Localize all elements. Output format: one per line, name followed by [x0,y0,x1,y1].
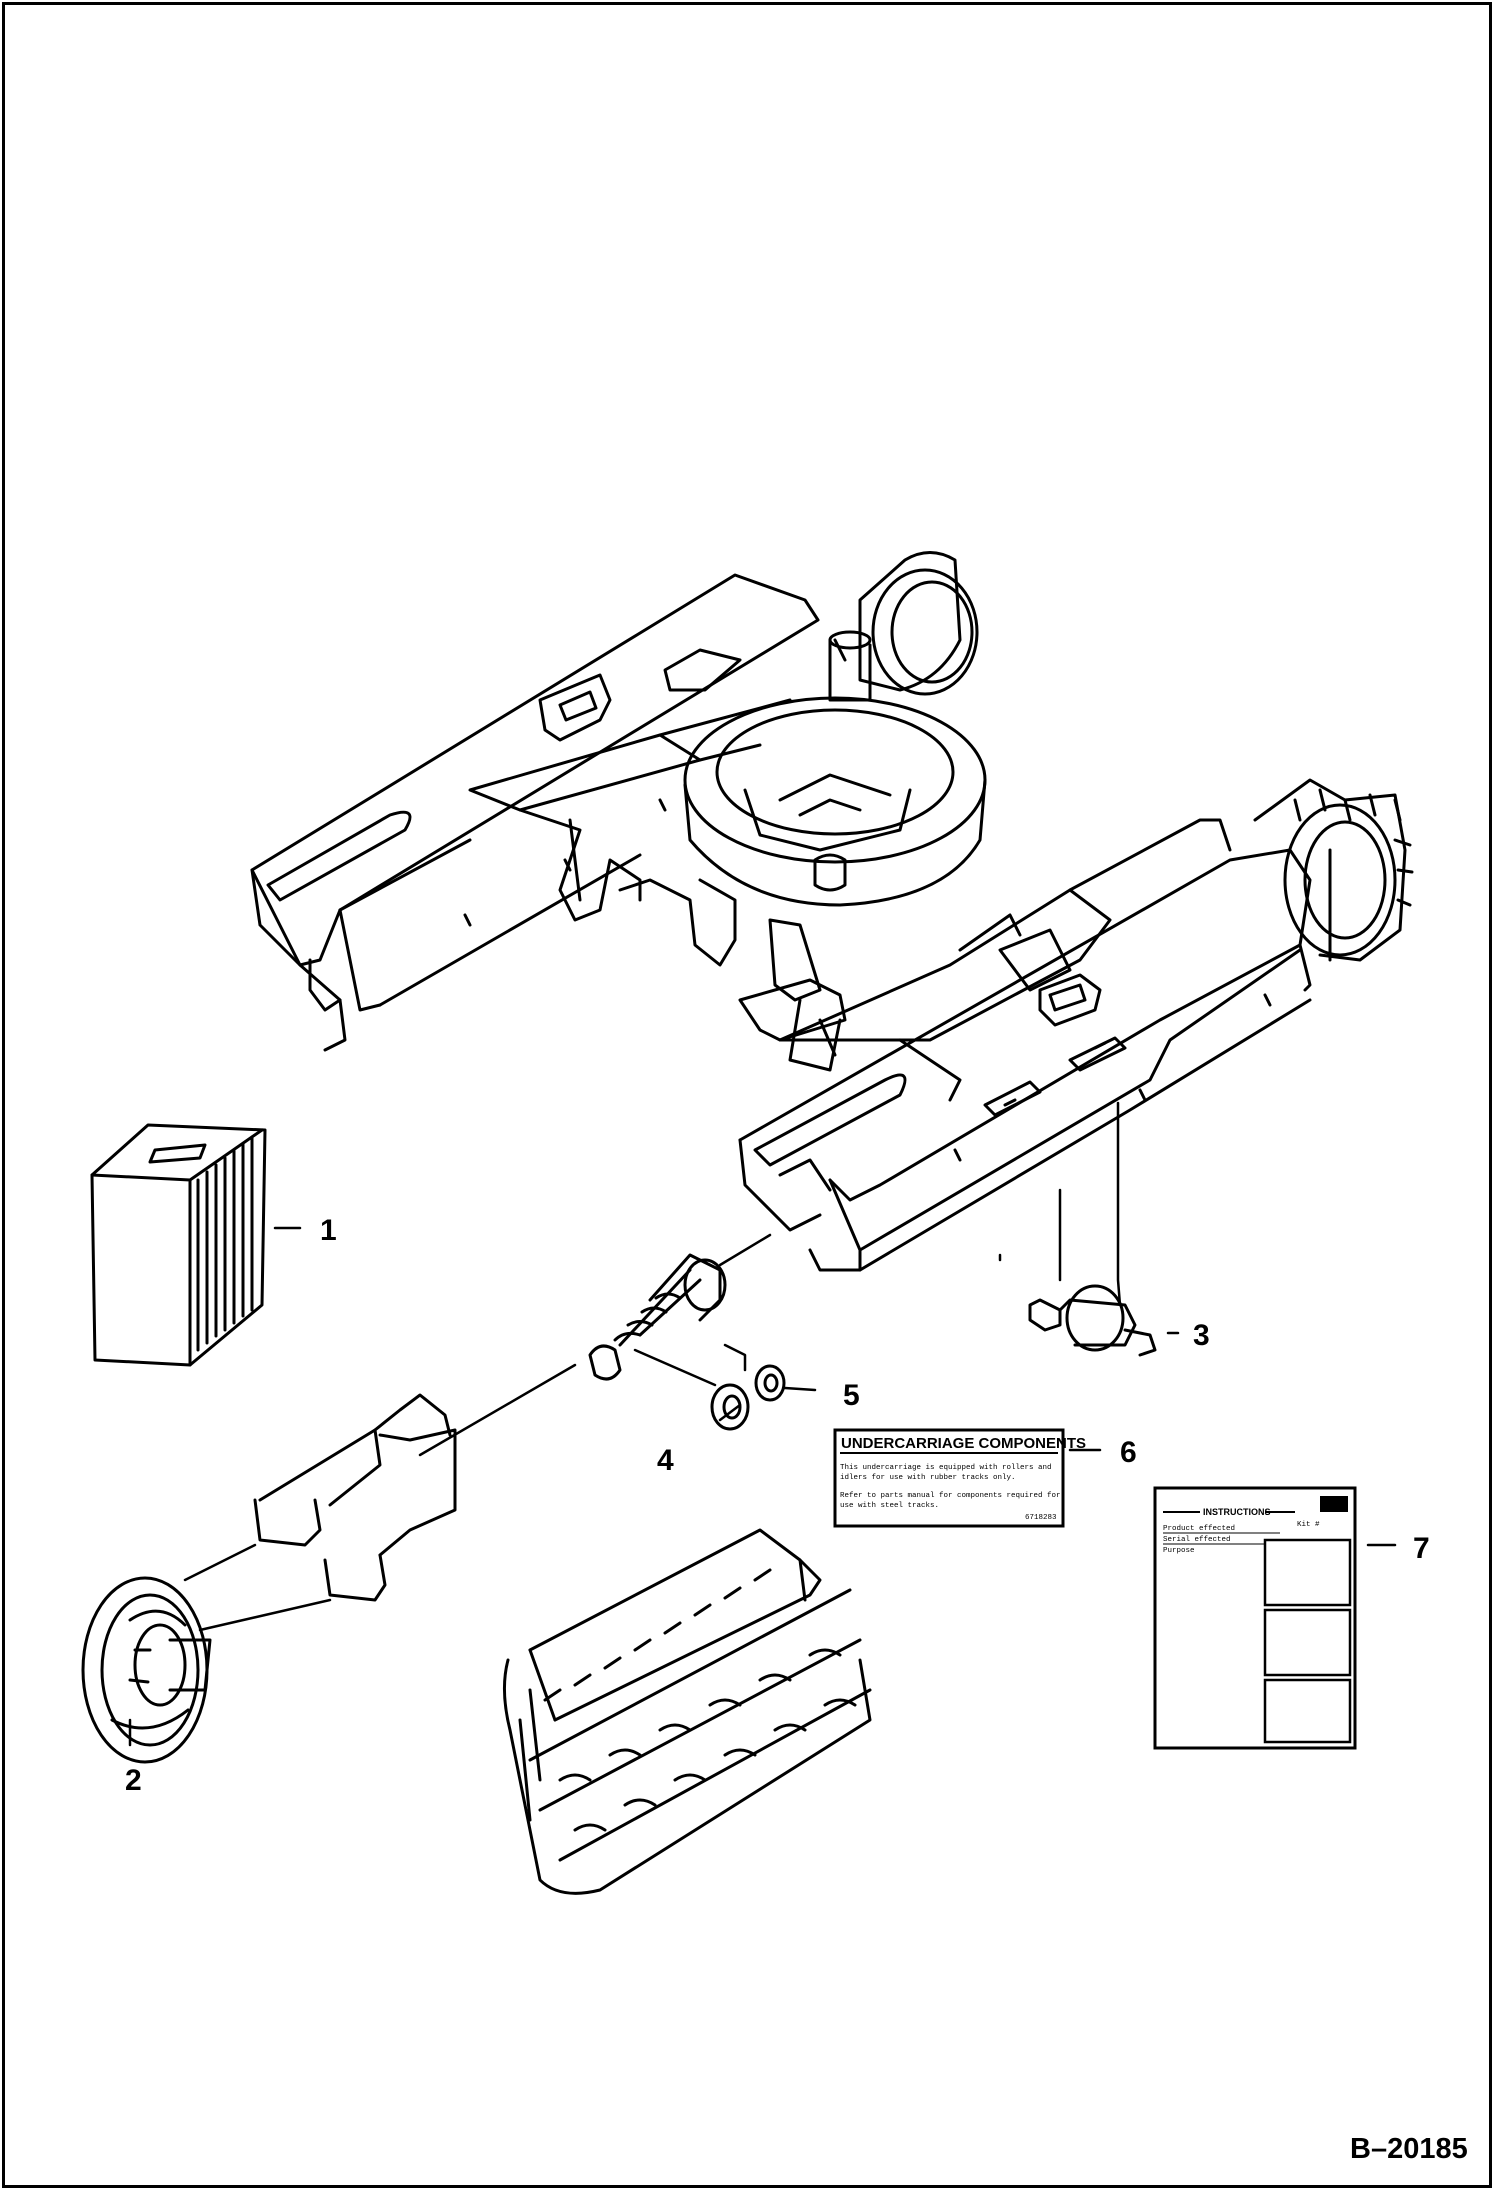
part-track-roller [1028,1284,1157,1357]
instructions-kit-label: Kit # [1297,1521,1320,1529]
decal-line1: This undercarriage is equipped with roll… [840,1464,1052,1472]
decal-line3: Refer to parts manual for components req… [840,1492,1061,1500]
part-box [90,1123,267,1367]
part-instructions-sheet: INSTRUCTIONS Kit # Product effected Seri… [1153,1486,1357,1750]
callout-5: 5 [843,1379,860,1412]
callout-4: 4 [657,1444,674,1477]
decal-code: 6718283 [1025,1514,1057,1522]
travel-motor-top [828,551,979,702]
part-front-idler [81,1393,457,1764]
part-seal-4 [710,1383,750,1431]
undercarriage-frame [250,573,1332,1272]
instructions-row-1: Product effected [1163,1525,1235,1533]
figure-reference: B–20185 [1350,2133,1468,2165]
part-seal-5 [754,1364,786,1402]
decal-line2: idlers for use with rubber tracks only. [840,1474,1016,1482]
instructions-row-2: Serial effected [1163,1536,1231,1544]
leader-lines [128,1101,1397,1747]
drive-sprocket [1253,778,1414,962]
callout-6: 6 [1120,1436,1137,1469]
callout-2: 2 [125,1764,142,1797]
instructions-title: INSTRUCTIONS [1203,1507,1271,1517]
part-recoil-spring [588,1253,727,1381]
part-decal: UNDERCARRIAGE COMPONENTS This undercarri… [833,1428,1086,1528]
callout-7: 7 [1413,1532,1430,1565]
swing-bearing-ring [683,696,987,907]
part-rubber-track [502,1528,872,1895]
callout-3: 3 [1193,1319,1210,1352]
instructions-row-3: Purpose [1163,1547,1195,1555]
decal-title: UNDERCARRIAGE COMPONENTS [841,1435,1086,1452]
decal-line4: use with steel tracks. [840,1502,939,1510]
callout-1: 1 [320,1214,337,1247]
